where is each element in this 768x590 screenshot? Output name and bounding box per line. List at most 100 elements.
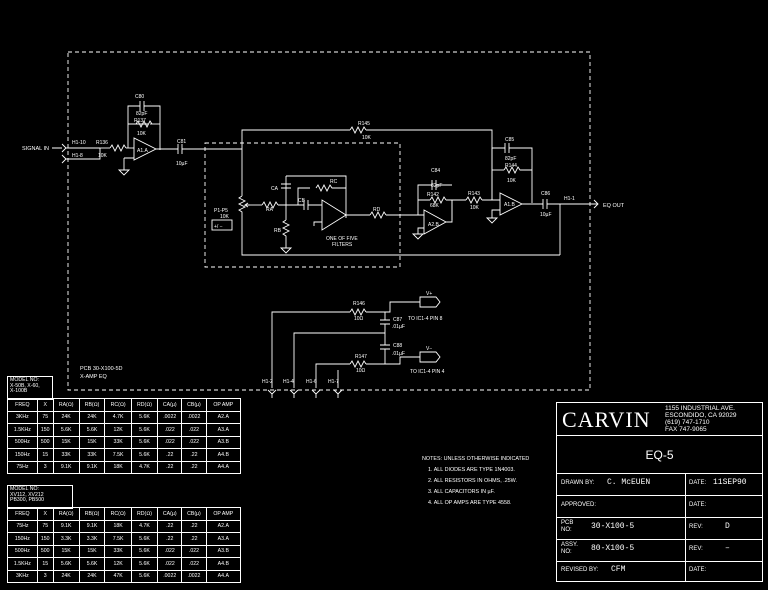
table1-cell: 15K — [52, 435, 80, 449]
pcb-label-1: PCB 30-X100-5D — [80, 366, 123, 372]
svg-text:10K: 10K — [362, 135, 372, 141]
svg-text:10K: 10K — [507, 178, 517, 184]
table2-cell: 150 — [36, 532, 54, 546]
table2-cell: 15K — [52, 544, 80, 558]
h1-8-label: H1-8 — [72, 153, 83, 159]
table1-cell: 18K — [104, 460, 132, 474]
table1-cell: .0022 — [181, 410, 207, 424]
svg-text:TO IC1-4 PIN 4: TO IC1-4 PIN 4 — [410, 369, 445, 375]
r147-resistor — [349, 359, 367, 369]
table1-cell: .0022 — [157, 410, 183, 424]
c87-capacitor — [380, 312, 390, 345]
svg-text:R143: R143 — [468, 191, 480, 197]
table1-header-cell: CB(µ) — [181, 398, 207, 412]
table1-model-label: MODEL NO: X-50B, X-60, X-100B — [7, 376, 53, 400]
svg-text:R136: R136 — [96, 140, 108, 146]
table2-cell: .22 — [181, 519, 207, 533]
svg-text:C86: C86 — [541, 191, 550, 197]
table1-cell: 33K — [104, 435, 132, 449]
table2-cell: 4.7K — [130, 519, 159, 533]
svg-text:R146: R146 — [353, 301, 365, 307]
table1-cell: .022 — [181, 423, 207, 437]
table1-cell: 9.1K — [78, 460, 106, 474]
table2-cell: 500Hz — [7, 544, 38, 558]
table2-cell: 3.3K — [78, 532, 106, 546]
svg-text:C85: C85 — [505, 137, 514, 143]
table1-cell: 33K — [52, 448, 80, 462]
table2-cell: .022 — [181, 544, 207, 558]
rb-resistor — [279, 205, 293, 254]
table2-cell: .0022 — [181, 569, 207, 583]
table1-cell: 5.6K — [130, 410, 159, 424]
table2-cell: 5.6K — [130, 532, 159, 546]
r137-resistor — [135, 119, 153, 129]
power-supply-section: R146 10Ω C87 .01µF C88 .01µF R147 10Ω V+… — [262, 291, 445, 398]
svg-text:10Ω: 10Ω — [354, 316, 364, 322]
svg-text:A2.B: A2.B — [428, 222, 440, 228]
table2-cell: .022 — [181, 557, 207, 571]
table2-header-cell: CA(µ) — [157, 507, 183, 521]
table2-header-cell: RD(Ω) — [130, 507, 159, 521]
svg-text:R137: R137 — [134, 118, 146, 124]
table2-cell: 3 — [36, 569, 54, 583]
svg-text:10K: 10K — [98, 153, 108, 159]
table1-cell: .22 — [181, 448, 207, 462]
c80-capacitor — [139, 101, 145, 111]
svg-text:P1-P5: P1-P5 — [214, 208, 228, 214]
svg-text:A1.A: A1.A — [137, 148, 149, 154]
note-3: 3. ALL CAPACITORS IN µF. — [428, 489, 495, 495]
table2-cell: A3.A — [205, 532, 242, 546]
svg-text:R145: R145 — [358, 121, 370, 127]
table2-header-cell: RC(Ω) — [104, 507, 132, 521]
svg-text:C84: C84 — [431, 168, 440, 174]
table1-header-cell: RC(Ω) — [104, 398, 132, 412]
table1-cell: A2.A — [205, 410, 242, 424]
table2-cell: 7.5K — [104, 532, 132, 546]
table1-cell: 500Hz — [7, 435, 38, 449]
svg-text:82pF: 82pF — [431, 183, 442, 189]
table2-cell: 500 — [36, 544, 54, 558]
table2-cell: 5.6K — [52, 557, 80, 571]
table1-cell: 5.6K — [130, 448, 159, 462]
svg-text:R147: R147 — [355, 354, 367, 360]
svg-text:H1-4: H1-4 — [283, 379, 294, 385]
pcb-boundary — [67, 51, 591, 391]
svg-text:CB: CB — [298, 198, 306, 204]
table2-cell: .22 — [157, 532, 183, 546]
cb-capacitor — [298, 200, 322, 210]
table2-cell: 75Hz — [7, 519, 38, 533]
svg-text:V+: V+ — [426, 291, 432, 297]
rc-resistor — [315, 183, 346, 193]
svg-text:RD: RD — [373, 207, 381, 213]
table2-model-label: MODEL NO: XV112, XV212 PB300, PB500 — [7, 485, 73, 509]
svg-text:FILTERS: FILTERS — [332, 242, 353, 248]
r143-resistor — [465, 195, 483, 205]
drawing-title: EQ-5 — [645, 448, 674, 462]
table2-cell: 24K — [78, 569, 106, 583]
carvin-logo: CARVIN — [562, 407, 651, 432]
note-1: 1. ALL DIODES ARE TYPE 1N4003. — [428, 467, 515, 473]
a1b-output-stage: C85 82pF R144 10K A1.B C86 10µF H1-1 EQ … — [485, 137, 625, 255]
svg-text:+/ −: +/ − — [214, 224, 223, 230]
svg-text:RB: RB — [274, 228, 282, 234]
svg-text:.01µF: .01µF — [392, 351, 405, 357]
table1-cell: 5.6K — [130, 423, 159, 437]
table1-cell: .22 — [181, 460, 207, 474]
svg-text:10K: 10K — [220, 214, 230, 220]
svg-text:R142: R142 — [427, 192, 439, 198]
table2-cell: 5.6K — [130, 569, 159, 583]
table2-cell: A4.A — [205, 569, 242, 583]
table1-cell: 500 — [36, 435, 54, 449]
table1-header-cell: RD(Ω) — [130, 398, 159, 412]
table2-cell: .022 — [157, 557, 183, 571]
table1-cell: A3.B — [205, 435, 242, 449]
table2-header-cell: OP AMP — [205, 507, 242, 521]
h1-10-label: H1-10 — [72, 140, 86, 146]
c88-capacitor — [380, 344, 390, 350]
